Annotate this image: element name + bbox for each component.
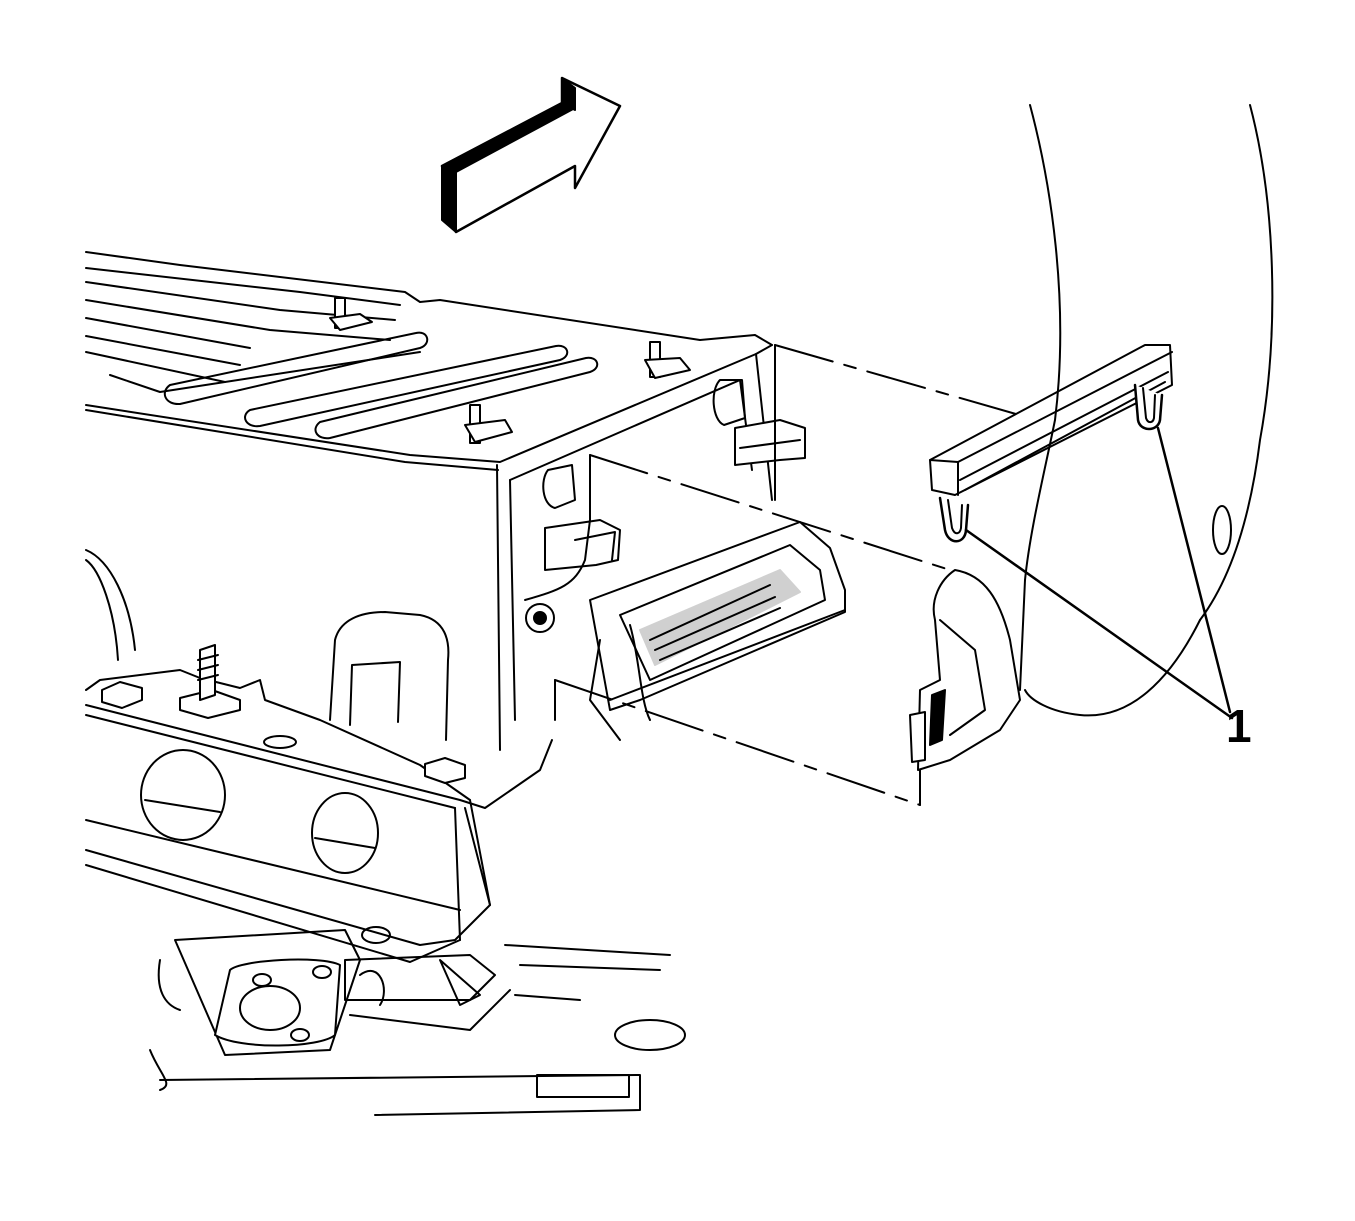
floor-pan <box>150 930 685 1115</box>
direction-arrow-icon <box>442 78 620 232</box>
callout-leader-lines <box>966 428 1232 718</box>
body-panel <box>910 105 1272 770</box>
connector-port <box>590 522 845 740</box>
trim-rail <box>930 345 1172 541</box>
battery-pack-housing <box>86 252 805 750</box>
cross-member <box>86 550 552 962</box>
alignment-guides <box>555 345 1030 805</box>
callout-1-label: 1 <box>1226 700 1252 752</box>
